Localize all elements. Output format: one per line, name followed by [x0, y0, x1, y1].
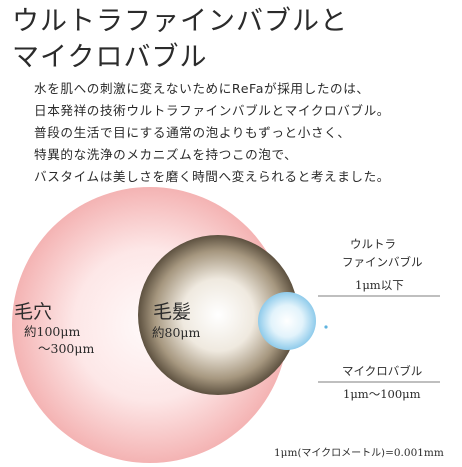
hair-size: 約80μm — [152, 325, 201, 340]
pore-size-line-2: ～300μm — [38, 341, 95, 356]
hair-label: 毛髪 — [153, 301, 192, 323]
microbubble-label: マイクロバブル — [342, 364, 423, 378]
pore-label: 毛穴 — [14, 301, 53, 323]
ultrafine-label-line-1: ウルトラ — [350, 237, 396, 251]
body-line-4: 特異的な洗浄のメカニズムを持つこの泡で、 — [34, 147, 298, 162]
footnote-equals: =0.001mm — [385, 447, 444, 459]
microbubble-size: 1μm～100μm — [343, 387, 421, 401]
body-line-5: バスタイムは美しさを磨く時間へ変えられると考えました。 — [34, 169, 390, 184]
ultrafine-size: 1μm以下 — [355, 278, 404, 292]
unit-footnote: 1μm(マイクロメートル)=0.001mm — [274, 444, 444, 459]
headline: ウルトラファインバブルと マイクロバブル — [12, 4, 348, 76]
body-line-1: 水を肌への刺激に変えないためにReFaが採用したのは、 — [34, 81, 370, 96]
body-line-2: 日本発祥の技術ウルトラファインバブルとマイクロバブル。 — [34, 103, 390, 118]
headline-line-2: マイクロバブル — [12, 42, 208, 73]
ultrafine-bubble-dot — [324, 325, 328, 329]
body-paragraph: 水を肌への刺激に変えないためにReFaが採用したのは、 日本発祥の技術ウルトラフ… — [34, 78, 390, 188]
microbubble-circle — [258, 292, 316, 350]
ultrafine-label-line-2: ファインバブル — [342, 255, 423, 269]
footnote-unit: 1μm — [274, 447, 298, 459]
pore-size-line-1: 約100μm — [24, 324, 81, 339]
headline-line-1: ウルトラファインバブルと — [12, 6, 348, 37]
body-line-3: 普段の生活で目にする通常の泡よりもずっと小さく、 — [34, 125, 351, 140]
hair-circle — [138, 235, 298, 395]
footnote-paren-text: (マイクロメートル) — [297, 448, 386, 459]
